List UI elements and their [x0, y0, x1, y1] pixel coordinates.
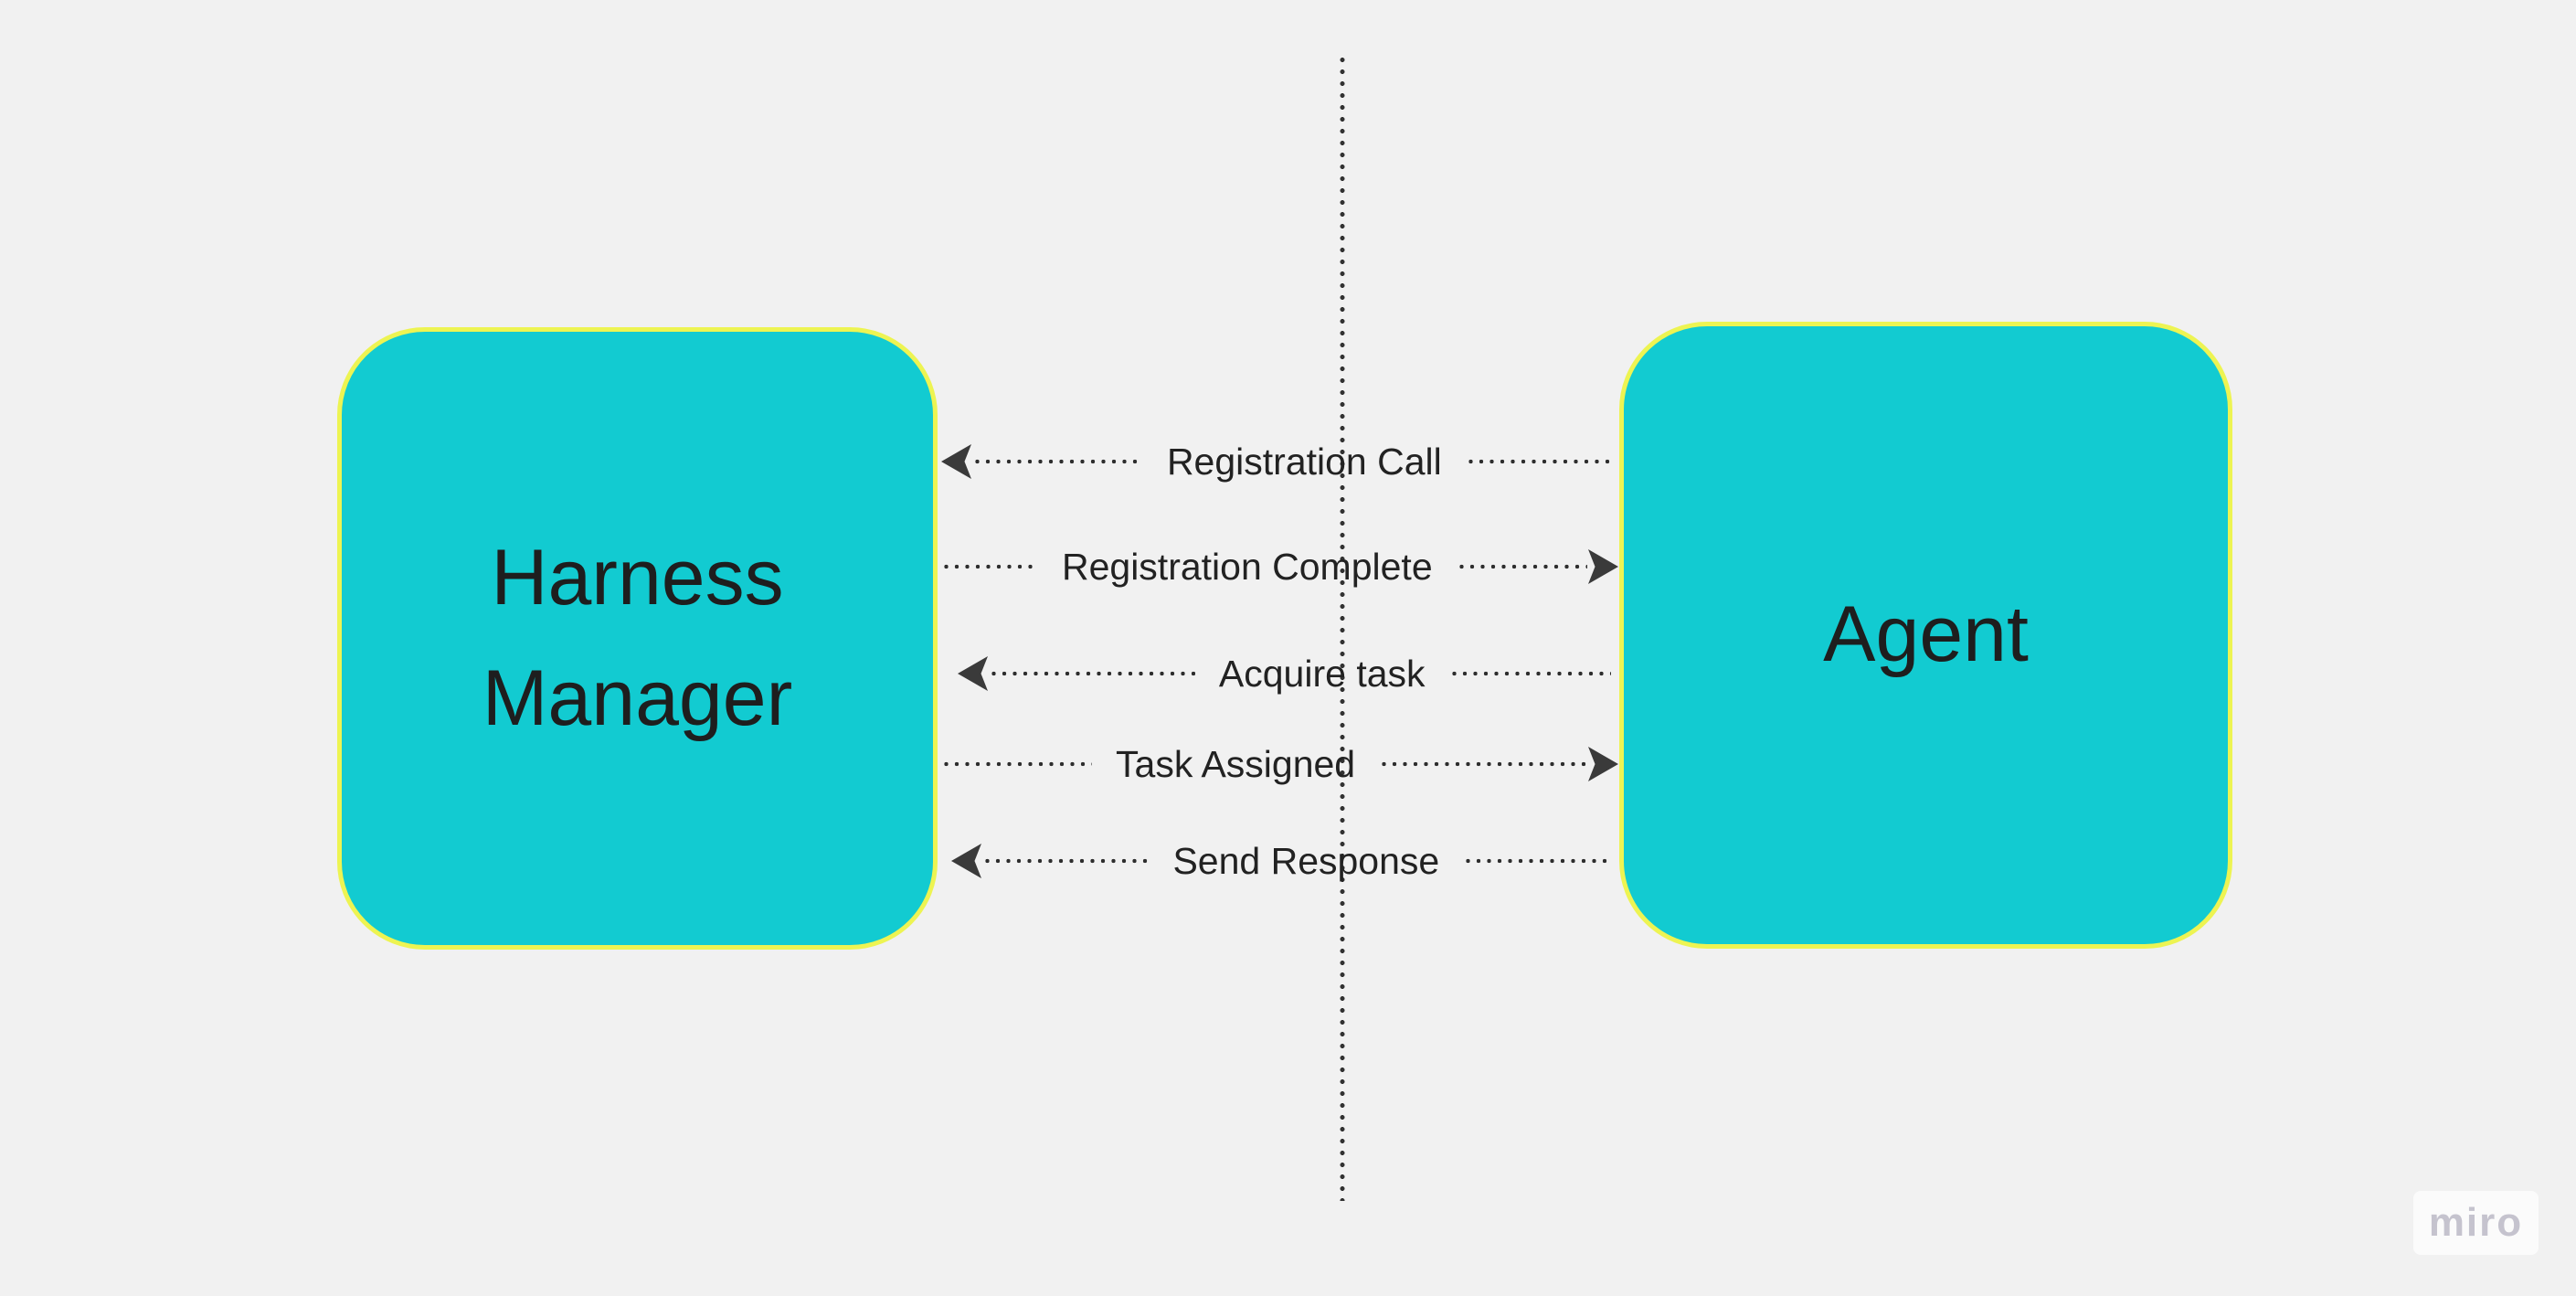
connector-dots	[941, 564, 1038, 569]
connector-label: Registration Call	[1166, 440, 1442, 483]
shape-harness-manager-label: Harness Manager	[482, 533, 793, 742]
connector-acquire-task[interactable]: Acquire task	[958, 646, 1611, 701]
connector-label: Task Assigned	[1116, 742, 1356, 785]
connector-dots	[989, 671, 1195, 676]
arrowhead-left-icon	[941, 444, 971, 479]
miro-watermark: miro	[2413, 1191, 2539, 1255]
connector-dots	[1379, 761, 1587, 767]
arrowhead-left-icon	[958, 656, 988, 691]
shape-agent-label: Agent	[1823, 590, 2029, 679]
shape-agent[interactable]: Agent	[1619, 322, 2232, 949]
connector-send-response[interactable]: Send Response	[951, 834, 1611, 888]
shape-harness-manager[interactable]: Harness Manager	[337, 327, 938, 950]
connector-task-assigned[interactable]: Task Assigned	[941, 737, 1618, 791]
connector-dots	[982, 858, 1150, 864]
miro-logo: miro	[2428, 1200, 2524, 1245]
lifeline-dotted-vertical[interactable]	[1340, 54, 1345, 1201]
connector-dots	[1448, 671, 1611, 676]
connector-label: Send Response	[1172, 839, 1440, 882]
arrowhead-left-icon	[951, 844, 981, 878]
connector-dots	[1463, 858, 1611, 864]
connector-dots	[972, 459, 1143, 464]
connector-dots	[941, 761, 1093, 767]
connector-registration-call[interactable]: Registration Call	[941, 434, 1611, 489]
connector-registration-complete[interactable]: Registration Complete	[941, 539, 1618, 594]
connector-dots	[1465, 459, 1611, 464]
connector-label: Acquire task	[1218, 652, 1426, 695]
connector-label: Registration Complete	[1061, 545, 1433, 588]
arrowhead-right-icon	[1588, 747, 1618, 781]
connector-dots	[1456, 564, 1587, 569]
arrowhead-right-icon	[1588, 549, 1618, 584]
